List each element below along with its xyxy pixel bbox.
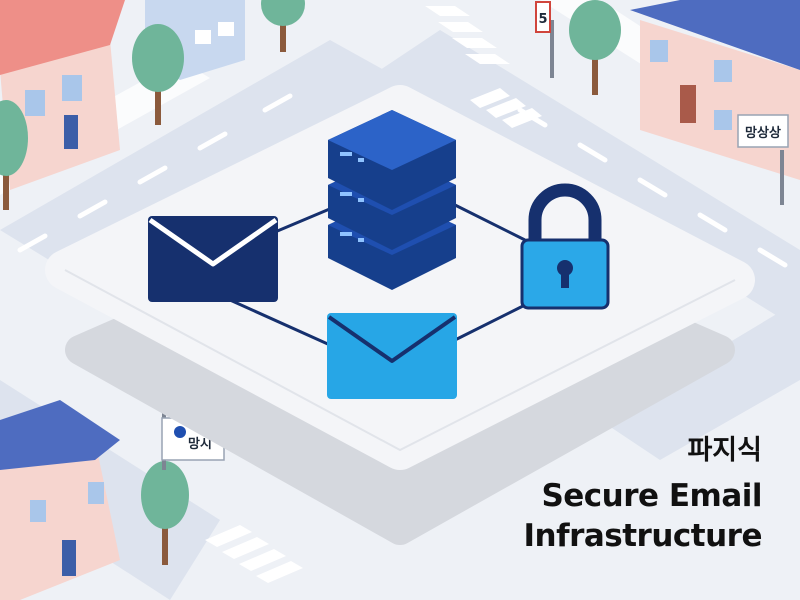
sign-logo-icon	[174, 426, 186, 438]
sign-right-building: 망상상	[737, 114, 789, 205]
platform-edge	[64, 269, 736, 452]
tree-top-center	[261, 0, 305, 52]
crosswalk-top	[425, 6, 510, 64]
sign-label: 망시	[188, 436, 212, 452]
house-top-left	[0, 0, 125, 190]
sign-top-left-corner: 5	[535, 1, 554, 78]
tree-left-edge	[0, 100, 28, 210]
tree-top-right	[569, 0, 621, 95]
caption-title-line2: Infrastructure	[523, 518, 762, 554]
caption-title-line1: Secure Email	[541, 478, 762, 514]
tree-bottom-left	[141, 461, 189, 565]
house-bottom-left	[0, 400, 120, 600]
crosswalk-bottom	[205, 525, 303, 583]
sign-label: 5	[538, 12, 547, 27]
server-stack-icon	[328, 110, 456, 334]
caption-korean: 파지식	[687, 435, 762, 466]
envelope-dark-icon	[148, 216, 278, 302]
padlock-icon	[520, 183, 610, 310]
sign-label: 망상상	[745, 125, 781, 141]
envelope-light-icon	[327, 313, 457, 399]
crosswalk-right	[470, 88, 542, 128]
tree-top-left	[132, 24, 184, 125]
connector-lines	[229, 203, 526, 347]
